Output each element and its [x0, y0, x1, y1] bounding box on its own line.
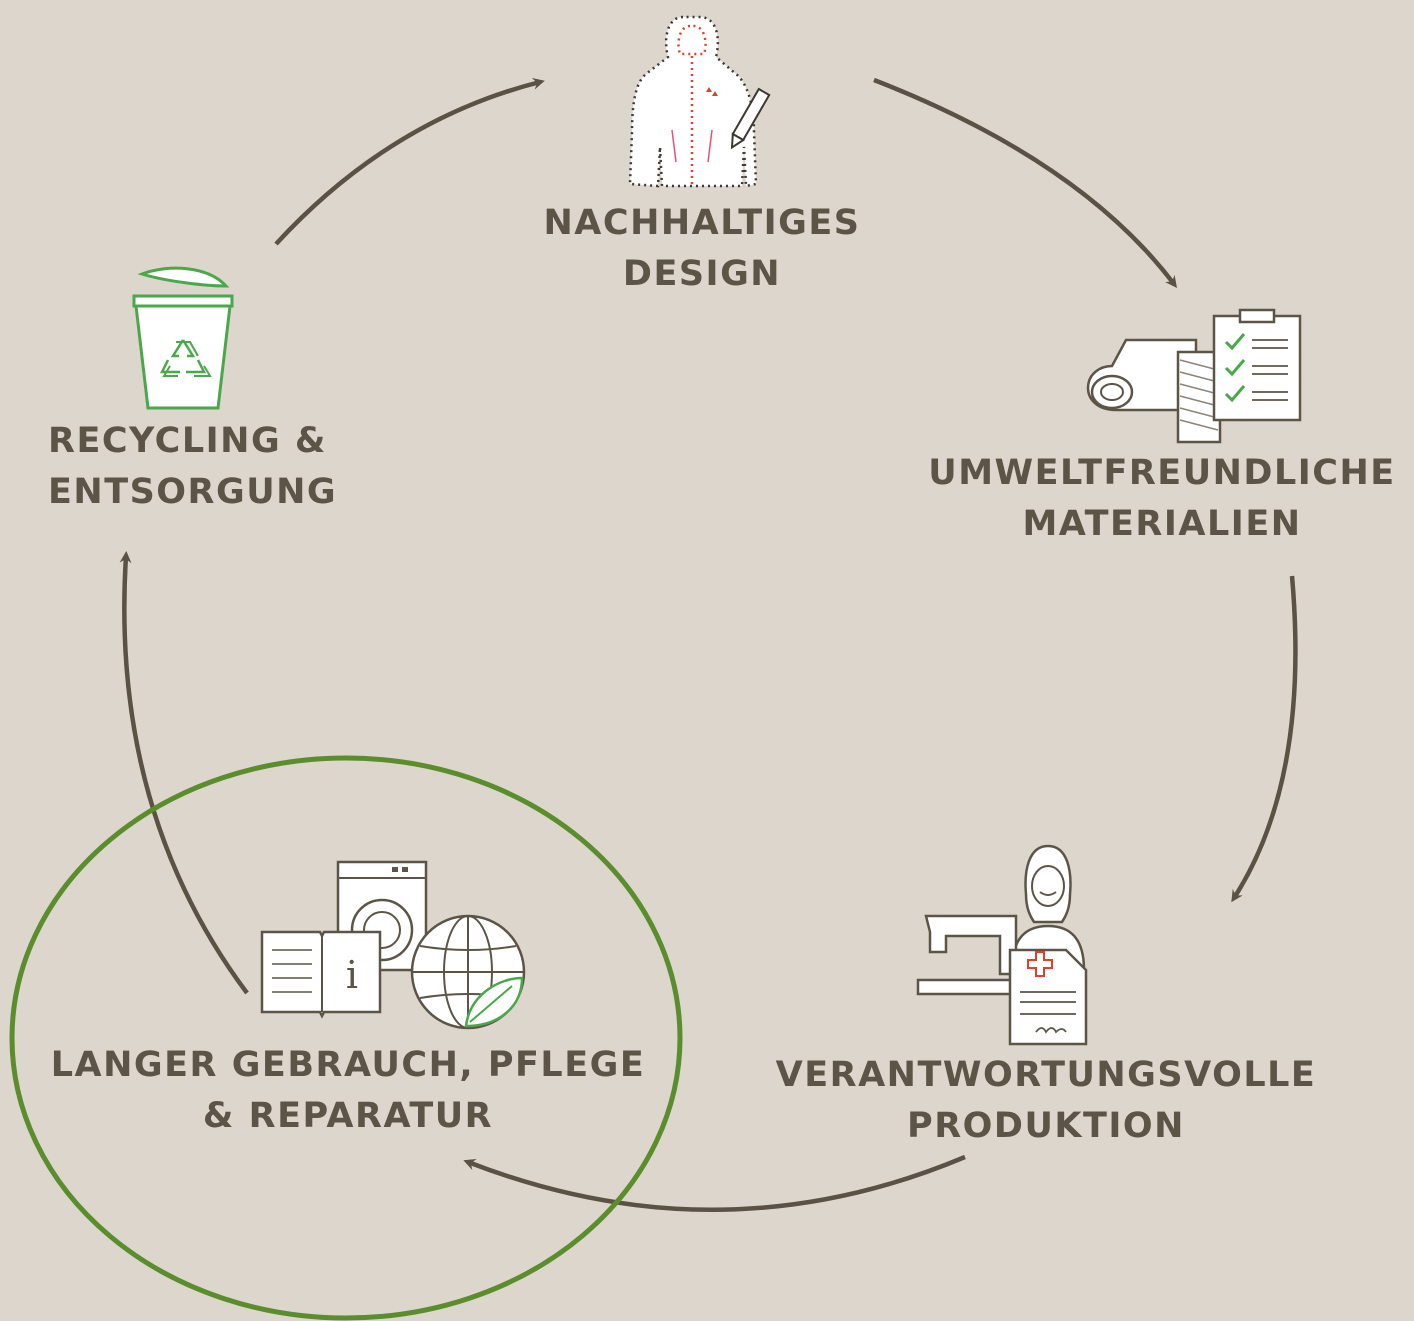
- stage-label-line2: PRODUKTION: [907, 1106, 1185, 1146]
- arrow-use-to-recycling: [119, 551, 249, 995]
- svg-text:i: i: [346, 953, 358, 997]
- stage-label-design: NACHHALTIGES DESIGN: [500, 198, 904, 300]
- fabric-checklist-icon: [1086, 308, 1302, 444]
- jacket-design-icon: [628, 15, 771, 188]
- care-repair-icon: i: [260, 860, 526, 1030]
- arrow-production-to-use: [463, 1154, 966, 1213]
- stage-label-line2: DESIGN: [622, 254, 782, 294]
- stage-label-line1: UMWELTFREUNDLICHE: [928, 453, 1396, 493]
- stage-label-production: VERANTWORTUNGSVOLLE PRODUKTION: [740, 1050, 1352, 1152]
- stage-label-line1: VERANTWORTUNGSVOLLE: [775, 1055, 1317, 1095]
- arrow-recycling-to-design: [274, 77, 545, 246]
- stage-label-line1: NACHHALTIGES: [543, 203, 861, 243]
- sewing-worker-icon: [916, 844, 1088, 1046]
- recycling-bin-icon: [132, 266, 234, 410]
- stage-label-line1: RECYCLING &: [48, 421, 327, 461]
- stage-label-line2: ENTSORGUNG: [48, 472, 338, 512]
- stage-label-use: LANGER GEBRAUCH, PFLEGE & REPARATUR: [30, 1040, 666, 1142]
- stage-label-line2: & REPARATUR: [202, 1096, 494, 1136]
- stage-label-line1: LANGER GEBRAUCH, PFLEGE: [50, 1045, 646, 1085]
- arrow-materials-to-production: [1231, 575, 1298, 903]
- stage-label-materials: UMWELTFREUNDLICHE MATERIALIEN: [914, 448, 1410, 550]
- stage-label-recycling: RECYCLING & ENTSORGUNG: [48, 416, 368, 518]
- arrow-design-to-materials: [873, 77, 1178, 288]
- highlight-ring: [9, 755, 683, 1321]
- stage-label-line2: MATERIALIEN: [1022, 504, 1302, 544]
